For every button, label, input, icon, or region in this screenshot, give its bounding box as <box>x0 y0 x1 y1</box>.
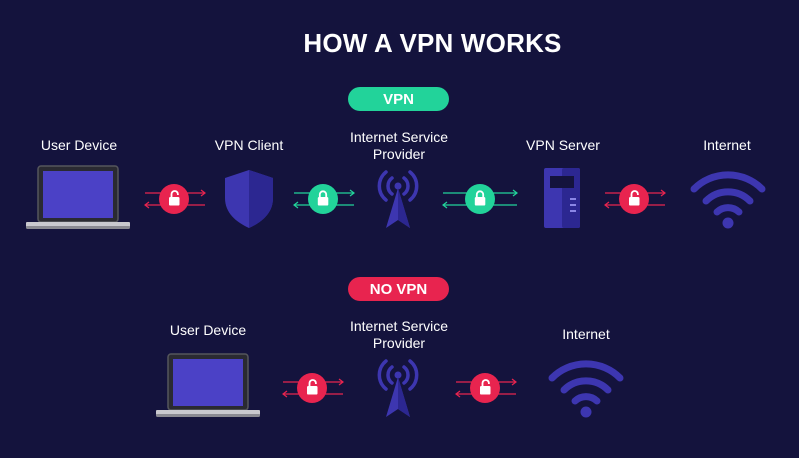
node-label-isp: Internet Service Provider <box>349 129 449 162</box>
no-vpn-badge: NO VPN <box>348 277 449 301</box>
unlock-icon <box>604 184 666 214</box>
node-label-user-device: User Device <box>169 322 247 338</box>
lock-icon <box>442 184 518 214</box>
antenna-icon <box>377 359 419 417</box>
vpn-badge: VPN <box>348 87 449 111</box>
node-label-user-device: User Device <box>40 137 118 153</box>
wifi-icon <box>690 171 766 229</box>
laptop-icon <box>156 353 260 417</box>
node-label-internet: Internet <box>703 137 751 153</box>
node-label-isp: Internet Service Provider <box>349 318 449 351</box>
server-icon <box>544 168 580 228</box>
node-label-vpn-client: VPN Client <box>214 137 284 153</box>
node-label-internet: Internet <box>562 326 610 342</box>
unlock-icon <box>455 373 517 403</box>
node-label-vpn-server: VPN Server <box>526 137 600 153</box>
lock-icon <box>293 184 355 214</box>
page-title: HOW A VPN WORKS <box>303 28 562 58</box>
unlock-icon <box>282 373 344 403</box>
unlock-icon <box>144 184 206 214</box>
shield-icon <box>225 170 273 228</box>
laptop-icon <box>26 165 130 229</box>
wifi-icon <box>548 360 624 418</box>
antenna-icon <box>377 170 419 228</box>
